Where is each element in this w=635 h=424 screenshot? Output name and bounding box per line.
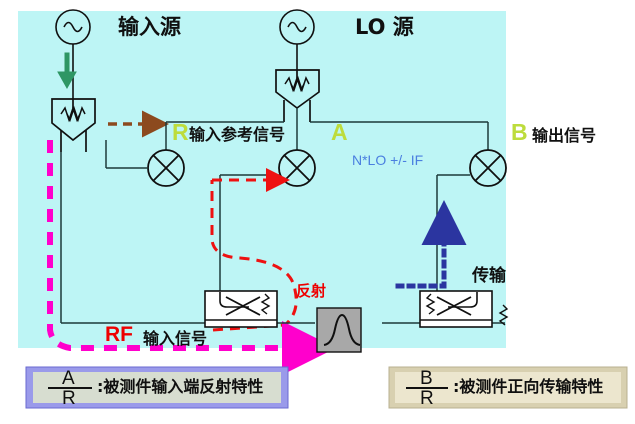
label-a-channel-note: N*LO +/- IF — [352, 152, 424, 168]
coupler-transmission — [419, 290, 509, 328]
legend-br-description: :被测件正向传输特性 — [453, 377, 604, 396]
legend-ar-denominator: R — [62, 388, 76, 409]
input-power-splitter — [51, 98, 96, 152]
legend-ratio-br-box — [388, 366, 628, 409]
label-rf-text: 输入信号 — [143, 329, 208, 348]
mixer-a — [278, 149, 316, 187]
transmission-path — [395, 200, 467, 289]
label-r-channel-text: 输入参考信号 — [189, 125, 286, 144]
label-b-channel-text: 输出信号 — [532, 126, 597, 145]
legend-ratio-ar-box — [25, 366, 289, 409]
label-lo-source: LO 源 — [355, 15, 414, 39]
input-source-symbol — [55, 9, 91, 99]
input-drive-arrow — [57, 52, 77, 90]
mixer-r — [147, 149, 185, 187]
label-input-source: 输入源 — [118, 15, 181, 39]
label-reflection: 反射 — [296, 282, 327, 300]
legend-ar-description: :被测件输入端反射特性 — [97, 377, 264, 396]
lo-power-splitter — [275, 69, 320, 122]
reflection-path — [210, 168, 298, 332]
legend-ar-numerator: A — [62, 368, 75, 389]
legend-br-denominator: R — [420, 388, 434, 409]
lo-distribution-bus — [165, 108, 489, 150]
dut-filter-block — [316, 307, 362, 353]
label-r-channel-letter: R — [172, 119, 189, 145]
label-rf-letter: RF — [105, 323, 133, 346]
legend-br-numerator: B — [420, 368, 433, 389]
mixer-b — [469, 149, 507, 187]
rf-stimulus-path — [47, 140, 336, 375]
label-b-channel-letter: B — [511, 119, 528, 145]
lo-source-symbol — [279, 9, 315, 70]
coupler-reflection — [204, 290, 278, 328]
label-a-channel-letter: A — [331, 119, 348, 145]
label-transmission: 传输 — [472, 266, 506, 286]
